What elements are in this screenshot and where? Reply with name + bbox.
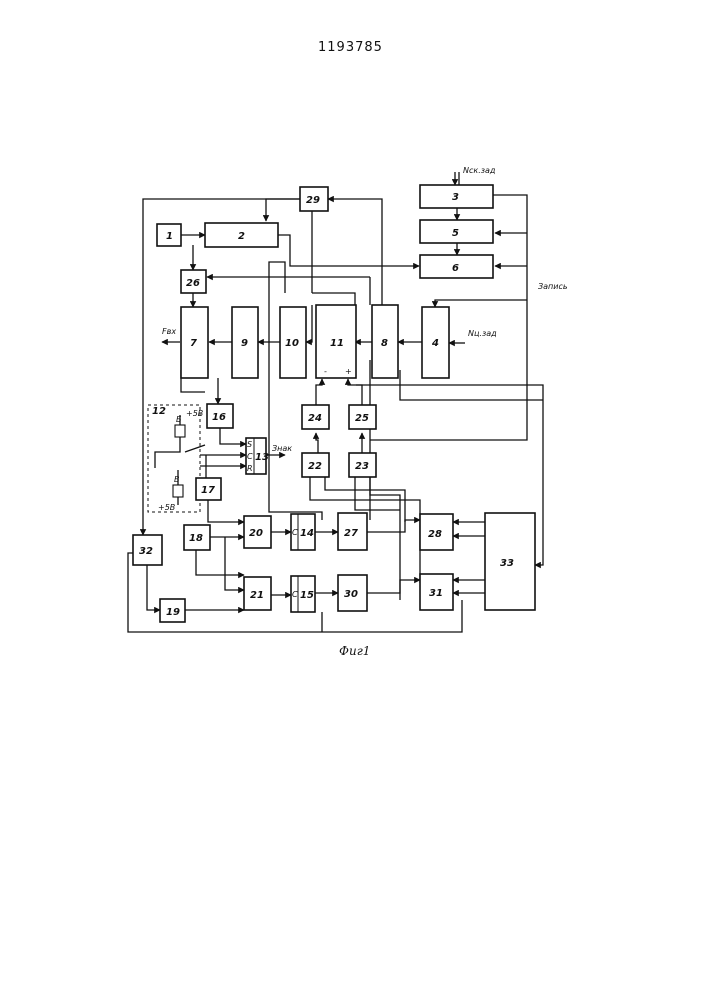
svg-text:6: 6 xyxy=(452,263,459,274)
block-25: 25 xyxy=(349,405,376,429)
block-15: C 15 xyxy=(291,576,315,612)
svg-text:11: 11 xyxy=(330,338,344,349)
svg-text:15: 15 xyxy=(300,590,314,601)
block-32: 32 xyxy=(133,535,162,565)
block-21: 21 xyxy=(244,577,271,610)
svg-text:16: 16 xyxy=(212,412,226,423)
block-20: 20 xyxy=(244,516,271,548)
supply-plus5v-a: +5В xyxy=(186,409,203,418)
block-5: 5 xyxy=(420,220,493,243)
svg-text:20: 20 xyxy=(249,528,263,539)
svg-text:30: 30 xyxy=(344,589,358,600)
supply-plus5v-b: +5В xyxy=(158,503,175,512)
signal-f-vyh: Fвх xyxy=(162,327,176,336)
svg-text:24: 24 xyxy=(308,413,322,424)
svg-text:27: 27 xyxy=(344,528,358,539)
block-17: 17 xyxy=(196,478,221,500)
block-12-label: 12 xyxy=(152,406,166,417)
svg-text:26: 26 xyxy=(186,278,200,289)
svg-text:19: 19 xyxy=(166,607,180,618)
resistor-label-b: В xyxy=(174,475,180,484)
svg-text:32: 32 xyxy=(139,546,153,557)
signal-n-ts-zad: Nц.зад xyxy=(468,329,497,338)
svg-text:S: S xyxy=(247,440,252,449)
svg-text:8: 8 xyxy=(381,338,388,349)
signal-znak: Знак xyxy=(272,444,292,453)
block-8: 8 xyxy=(372,305,398,378)
block-24: 24 xyxy=(302,405,329,429)
svg-text:C: C xyxy=(292,590,298,599)
block-1: 1 xyxy=(157,224,181,246)
svg-text:-: - xyxy=(324,367,327,376)
block-9: 9 xyxy=(232,307,258,378)
svg-text:23: 23 xyxy=(355,461,369,472)
block-4: 4 xyxy=(422,307,449,378)
svg-text:R: R xyxy=(247,464,253,473)
svg-text:2: 2 xyxy=(238,231,245,242)
block-22: 22 xyxy=(302,453,329,477)
block-30: 30 xyxy=(338,575,367,611)
svg-text:13: 13 xyxy=(255,452,269,463)
block-3: 3 xyxy=(420,185,493,208)
svg-text:22: 22 xyxy=(308,461,322,472)
block-6: 6 xyxy=(420,255,493,278)
block-13: S C R 13 xyxy=(246,438,269,474)
block-11: 11 - + xyxy=(316,305,356,378)
block-28: 28 xyxy=(420,514,453,550)
svg-text:33: 33 xyxy=(500,558,514,569)
block-29: 29 xyxy=(300,187,328,211)
svg-text:C: C xyxy=(292,528,298,537)
block-31: 31 xyxy=(420,574,453,610)
svg-text:31: 31 xyxy=(429,588,443,599)
block-10: 10 xyxy=(280,307,306,378)
svg-text:25: 25 xyxy=(355,413,369,424)
svg-text:C: C xyxy=(247,452,253,461)
block-16: 16 xyxy=(207,404,233,428)
block-26: 26 xyxy=(181,270,206,293)
svg-text:+: + xyxy=(345,367,352,376)
figure-caption: Фиг1 xyxy=(339,644,370,658)
svg-text:5: 5 xyxy=(452,228,459,239)
resistor-label-a: Б xyxy=(176,415,182,424)
svg-text:10: 10 xyxy=(285,338,299,349)
block-19: 19 xyxy=(160,599,185,622)
svg-text:21: 21 xyxy=(250,590,264,601)
svg-text:18: 18 xyxy=(189,533,203,544)
svg-text:9: 9 xyxy=(241,338,248,349)
svg-text:7: 7 xyxy=(190,338,197,349)
signal-n-sk-zad: Nск.зад xyxy=(463,166,496,175)
block-2: 2 xyxy=(205,223,278,247)
block-27: 27 xyxy=(338,513,367,550)
svg-text:4: 4 xyxy=(431,338,439,349)
block-14: C 14 xyxy=(291,514,315,550)
svg-text:17: 17 xyxy=(201,485,215,496)
signal-zapis: Запись xyxy=(538,282,568,291)
svg-text:28: 28 xyxy=(428,529,442,540)
block-18: 18 xyxy=(184,525,210,550)
block-33: 33 xyxy=(485,513,535,610)
svg-text:1: 1 xyxy=(166,231,173,242)
svg-text:14: 14 xyxy=(300,528,314,539)
svg-text:3: 3 xyxy=(452,192,459,203)
block-23: 23 xyxy=(349,453,376,477)
block-7: 7 xyxy=(181,307,208,378)
svg-text:29: 29 xyxy=(306,195,320,206)
